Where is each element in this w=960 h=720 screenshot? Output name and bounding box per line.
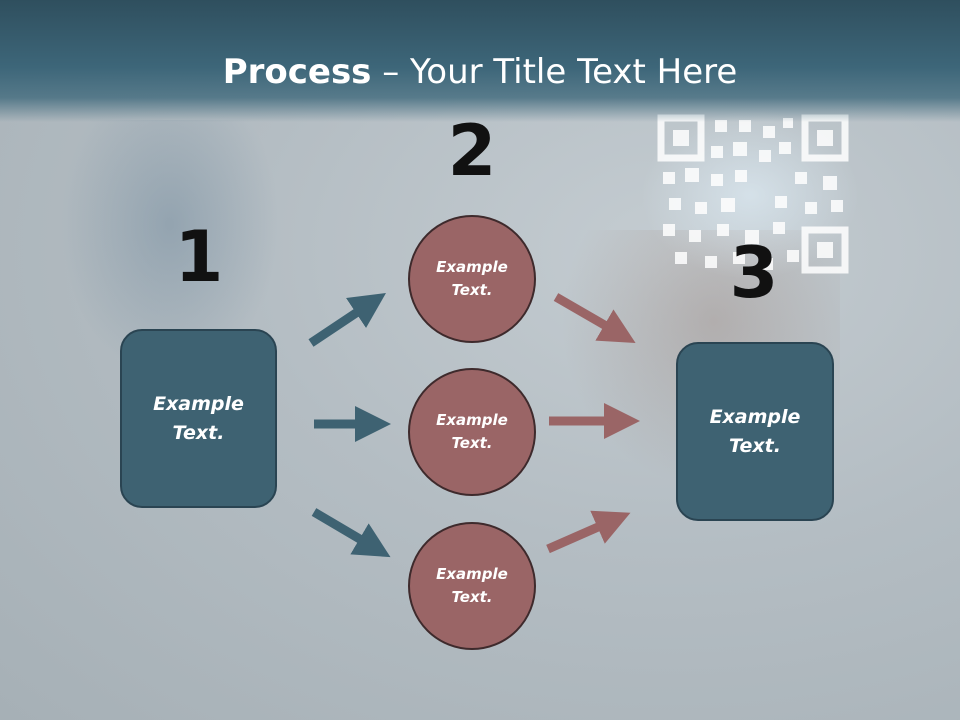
step-number-2: 2 — [447, 110, 497, 192]
right-process-box: Example Text. — [676, 342, 834, 521]
arrow-bottom-to-right — [546, 510, 631, 554]
title-bold-part: Process — [222, 52, 372, 92]
step-number-1: 1 — [174, 216, 224, 298]
circle-bottom-text: Example Text. — [436, 565, 508, 606]
process-circle-top: Example Text. — [408, 215, 536, 343]
process-circle-middle: Example Text. — [408, 368, 536, 496]
left-process-box: Example Text. — [120, 329, 277, 508]
title-bar — [0, 0, 960, 122]
circle-middle-text: Example Text. — [436, 411, 508, 452]
arrow-left-to-top — [308, 293, 386, 347]
left-box-text: Example Text. — [153, 392, 244, 444]
process-circle-bottom: Example Text. — [408, 522, 536, 650]
right-box-text: Example Text. — [709, 405, 801, 457]
slide-title: Process – Your Title Text Here — [0, 52, 960, 92]
circle-top-text: Example Text. — [436, 258, 508, 299]
arrow-left-to-bottom — [311, 508, 391, 558]
arrow-top-to-right — [553, 293, 636, 344]
title-rest-part: – Your Title Text Here — [371, 52, 738, 92]
step-number-3: 3 — [729, 232, 779, 314]
